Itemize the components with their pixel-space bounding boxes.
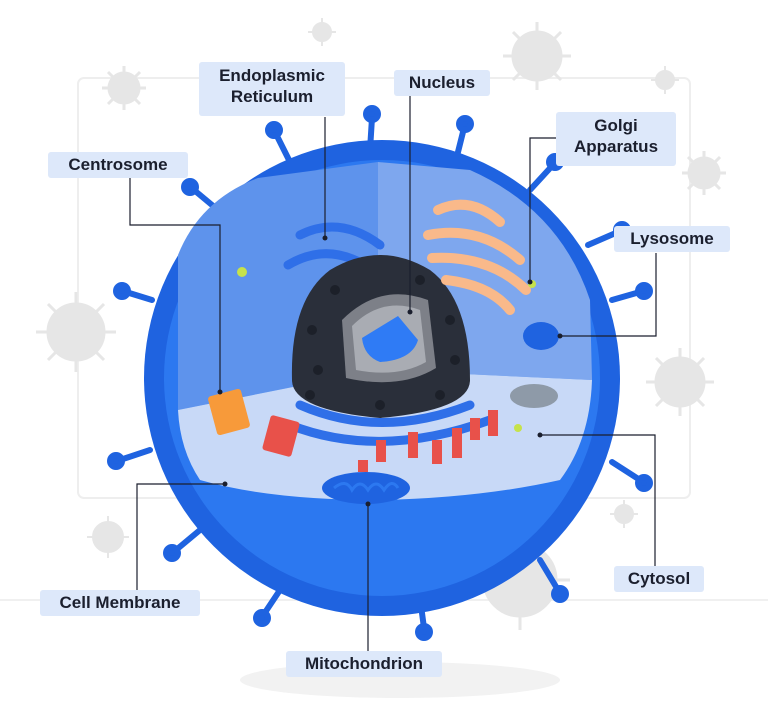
leader-lysosome xyxy=(560,253,657,337)
label-mitochondrion: Mitochondrion xyxy=(286,651,442,677)
label-golgi-apparatus: Golgi Apparatus xyxy=(556,112,676,166)
label-nucleus-text: Nucleus xyxy=(408,73,476,92)
leader-lines xyxy=(129,96,657,651)
label-cytosol-text: Cytosol xyxy=(627,569,691,588)
virus-icon xyxy=(308,18,336,46)
label-golgi-line2: Apparatus xyxy=(573,137,659,156)
virus-icon xyxy=(651,66,679,94)
label-cell-membrane: Cell Membrane xyxy=(40,590,200,616)
label-endoplasmic-reticulum-line2: Reticulum xyxy=(230,87,314,106)
label-nucleus: Nucleus xyxy=(394,70,490,96)
ribosomes xyxy=(358,410,498,472)
mitochondrion-cristae xyxy=(333,482,400,493)
virus-icon xyxy=(87,516,129,558)
label-mitochondrion-text: Mitochondrion xyxy=(304,654,424,673)
label-cytosol: Cytosol xyxy=(614,566,704,592)
label-endoplasmic-reticulum-line1: Endoplasmic xyxy=(219,66,325,85)
label-cell-membrane-text: Cell Membrane xyxy=(59,593,181,612)
virus-icon xyxy=(503,22,571,90)
leader-golgi xyxy=(529,137,556,282)
leader-centrosome xyxy=(129,178,221,392)
lysosome xyxy=(523,322,559,350)
label-lysosome-text: Lysosome xyxy=(630,229,714,248)
virus-icon xyxy=(36,292,116,372)
cutaway-floor xyxy=(178,370,592,500)
small-vesicle xyxy=(510,384,558,408)
virus-icon xyxy=(102,66,146,110)
label-centrosome-text: Centrosome xyxy=(68,155,168,174)
nuclear-pores xyxy=(305,275,460,410)
label-centrosome: Centrosome xyxy=(48,152,188,178)
label-golgi-line1: Golgi xyxy=(594,116,638,135)
label-lysosome: Lysosome xyxy=(614,226,730,252)
label-endoplasmic-reticulum: Endoplasmic Reticulum xyxy=(199,62,345,116)
leader-dots xyxy=(217,235,563,507)
virus-icon xyxy=(646,348,714,416)
vesicle xyxy=(237,267,247,277)
leader-cell-membrane xyxy=(136,483,225,590)
leader-cytosol xyxy=(540,434,656,578)
centrosome xyxy=(208,388,300,457)
nucleolus xyxy=(362,316,418,362)
golgi-apparatus xyxy=(423,199,531,315)
vesicle xyxy=(514,424,522,432)
virus-icon xyxy=(610,500,638,528)
virus-icon xyxy=(682,151,726,195)
